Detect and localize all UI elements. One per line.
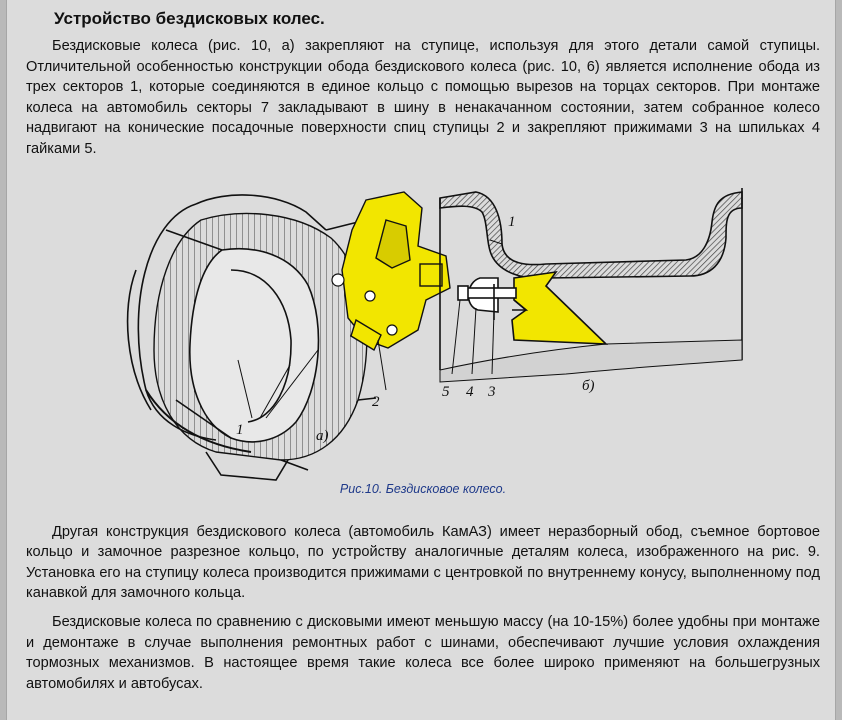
article-title: Устройство бездисковых колес. [54, 9, 325, 28]
figure-caption: Рис.10. Бездисковое колесо. [339, 481, 507, 496]
label-a-1: 1 [236, 422, 244, 438]
drawing-a [126, 190, 451, 481]
label-a-2: 2 [372, 394, 380, 410]
hub-yellow [341, 190, 451, 351]
figure-10: 1 2 а) [26, 160, 820, 512]
paragraph-1: Бездисковые колеса (рис. 10, а) закрепля… [26, 38, 820, 157]
wheel-illustration: 1 2 а) [126, 187, 743, 481]
article: Устройство бездисковых колес. Бездисковы… [26, 0, 820, 694]
left-page-edge [0, 0, 7, 720]
paragraph-2: Другая конструкция бездискового колеса (… [26, 523, 820, 602]
label-b-1: 1 [508, 214, 516, 230]
bolts [331, 272, 398, 336]
label-b-5: 5 [442, 384, 450, 400]
label-b-3: 3 [487, 384, 496, 400]
paragraph-3: Бездисковые колеса по сравнению с дисков… [26, 613, 820, 692]
right-page-edge [835, 0, 842, 720]
drawing-b [439, 187, 743, 383]
label-a-letter: а) [316, 428, 329, 444]
label-b-4: 4 [466, 384, 474, 400]
label-b-letter: б) [582, 378, 595, 394]
